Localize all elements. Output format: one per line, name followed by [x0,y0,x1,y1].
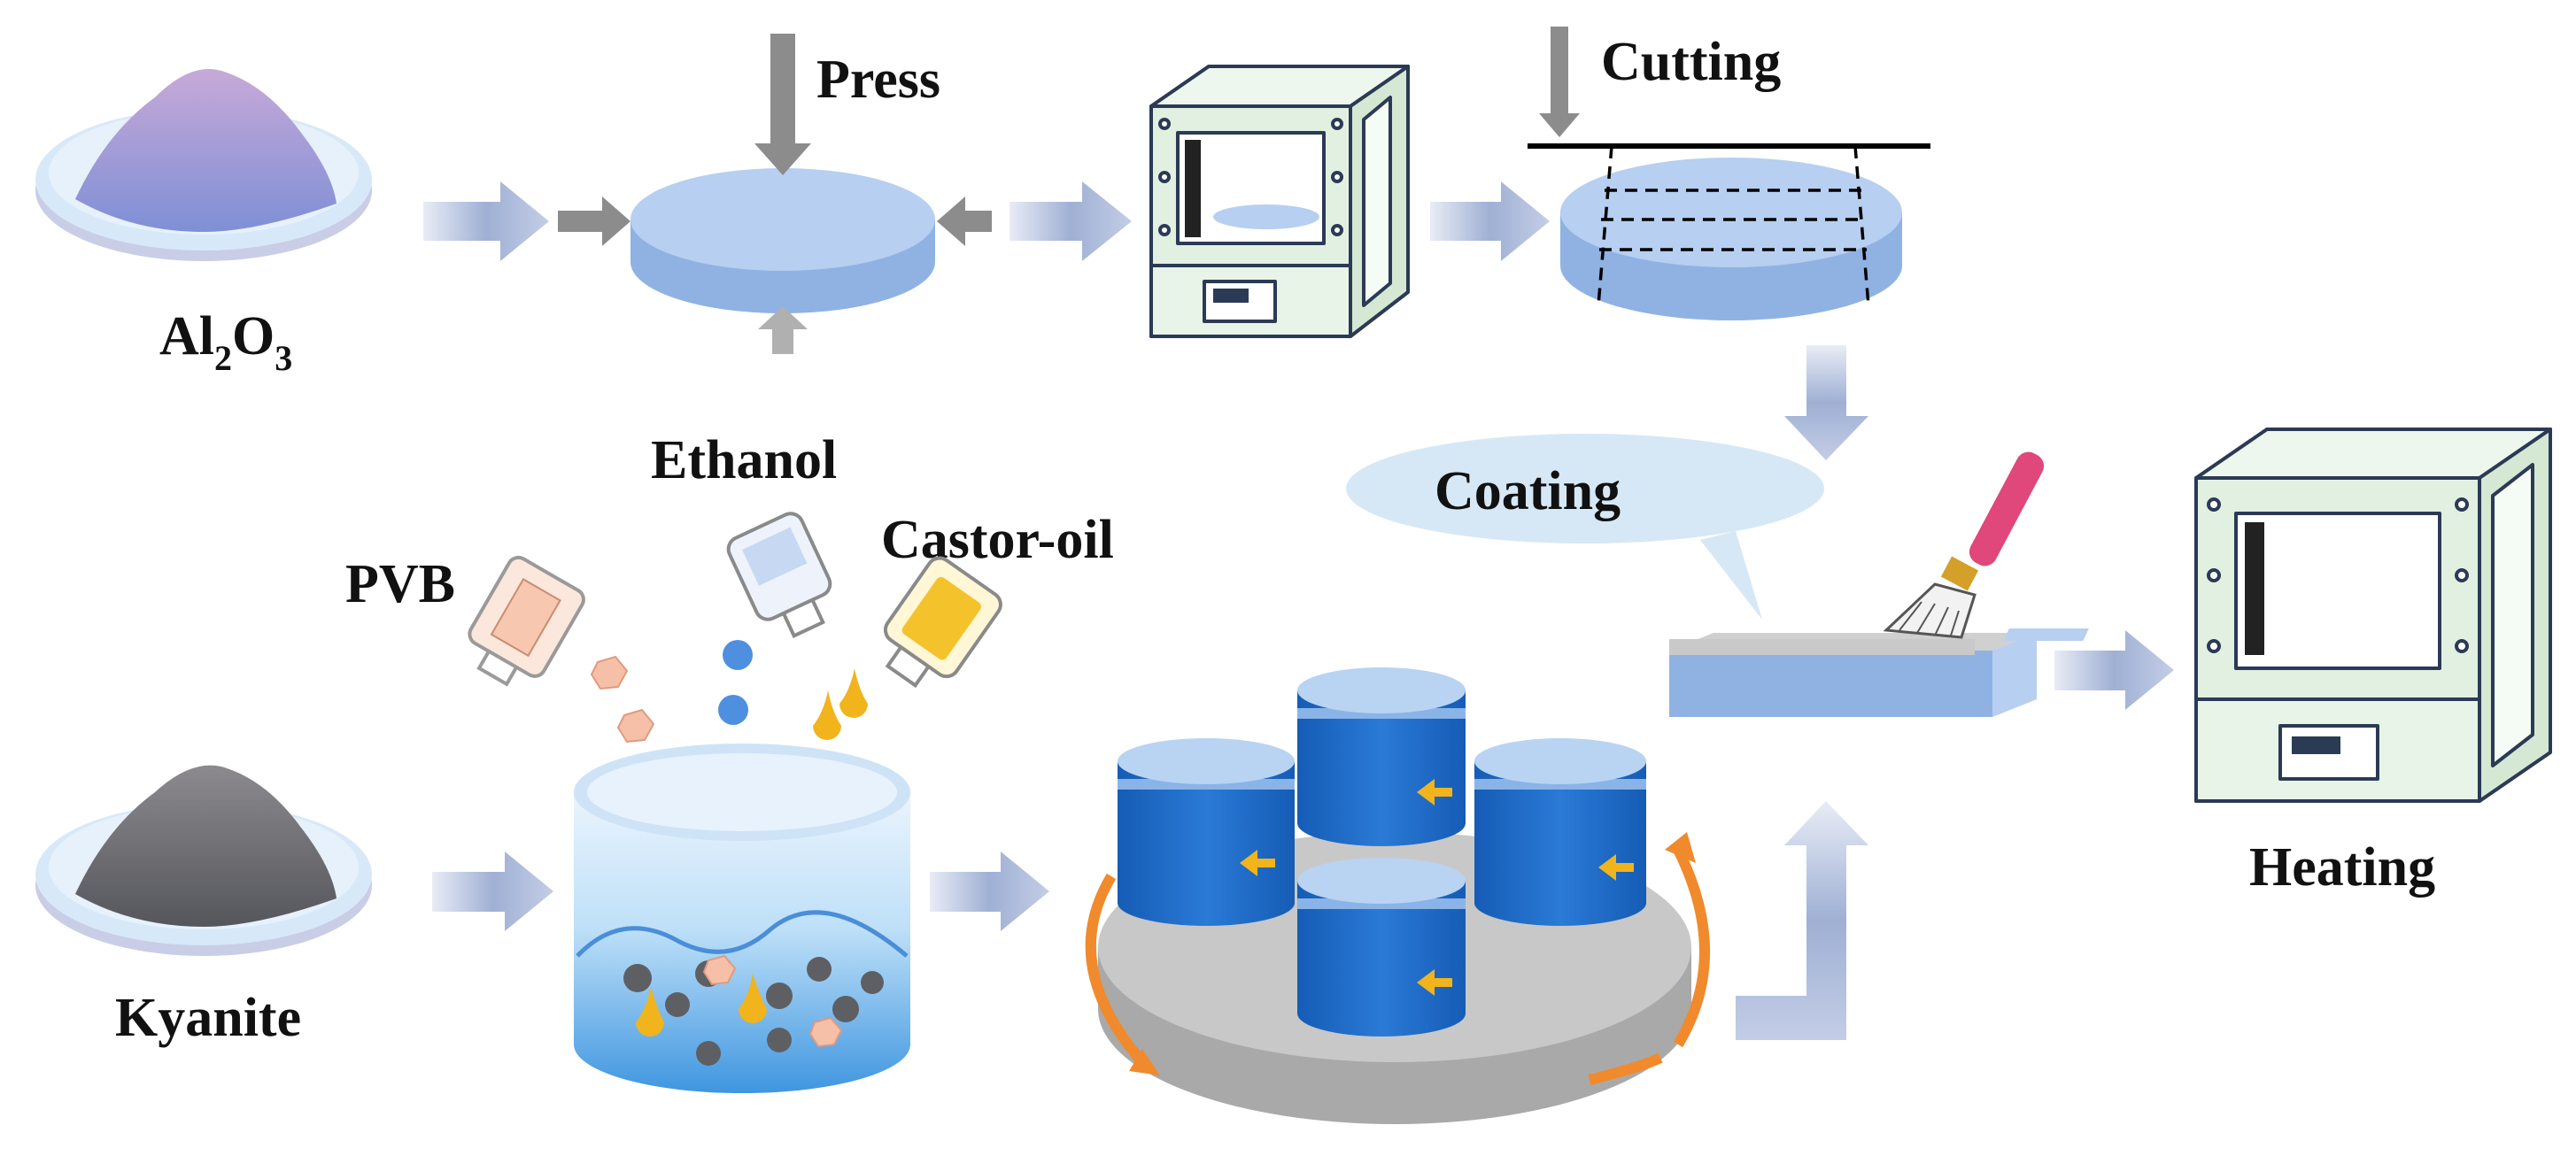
heating-label: Heating [2249,837,2435,898]
flow-arrow-7 [1736,801,1868,1040]
kyanite-powder-dish-icon [35,765,372,956]
cutting-arrow [1539,27,1580,137]
ethanol-bottle-icon [726,512,832,638]
ball-mill-icon [1085,667,1710,1124]
pvb-granules [590,655,676,797]
heating-furnace-icon [2003,428,2552,803]
brush-icon [1883,451,2045,639]
flow-arrow-3 [1430,181,1550,261]
speech-bubble-icon [1346,434,1824,620]
cut-disc-icon [1528,143,1930,320]
press-arrow-top [754,34,811,175]
flow-arrow-4 [1784,345,1868,460]
flow-arrow-5 [432,852,553,931]
al2o3-label: Al2O3 [159,306,292,378]
flow-arrow-2 [1010,181,1132,261]
press-arrow-bottom [758,306,808,354]
kyanite-label: Kyanite [115,988,301,1048]
flow-arrow-8 [2054,630,2174,710]
pvb-label: PVB [345,554,455,614]
ethanol-label: Ethanol [651,430,837,490]
press-label: Press [816,50,940,110]
coating-label: Coating [1435,461,1621,521]
press-arrow-left [558,197,630,246]
castor-oil-bottle-icon [883,556,1002,689]
mixing-beaker-icon [574,744,910,1093]
press-arrow-right [937,197,992,246]
coated-substrate-icon [1669,633,2037,717]
castor-oil-label: Castor-oil [881,510,1114,570]
pressed-disc-icon [630,168,935,313]
cutting-label: Cutting [1601,32,1781,92]
flow-arrow-1 [423,181,549,261]
furnace-icon [1149,65,1410,338]
pvb-bottle-icon [468,555,585,687]
flow-arrow-6 [930,852,1049,931]
al2o3-powder-dish-icon [35,69,372,261]
